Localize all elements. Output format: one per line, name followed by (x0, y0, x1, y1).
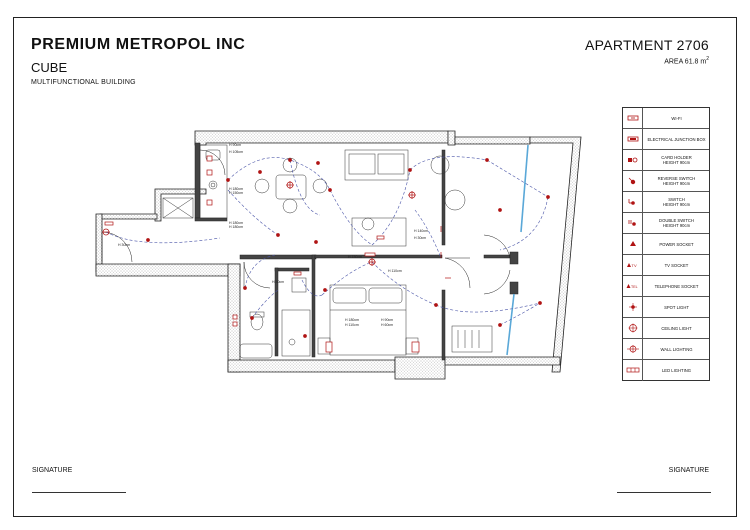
dim-note: H 180cm (345, 318, 359, 322)
legend-label: WALL LIGHTING (660, 346, 693, 352)
project-subtitle: MULTIFUNCTIONAL BUILDING (31, 79, 136, 86)
legend-label: REVERSE SWITCH HEIGHT 90cm (657, 176, 696, 186)
dim-note: H 180cm (229, 221, 243, 225)
legend-row-switch: SWITCH HEIGHT 90cm (623, 192, 709, 213)
tv-symbol-text: TV (632, 263, 637, 268)
legend-label: ELECTRICAL JUNCTION BOX (647, 136, 706, 142)
electrical-symbols (102, 155, 550, 353)
telephone-socket-icon: TEL (626, 284, 638, 289)
junction-box-icon (627, 136, 639, 142)
area-unit-sup: 2 (706, 56, 709, 62)
legend-row-junction-box: ELECTRICAL JUNCTION BOX (623, 129, 709, 150)
dim-note: H 110cm (388, 269, 402, 273)
reverse-switch-icon (628, 177, 636, 185)
switch-icon (628, 199, 635, 205)
legend-row-wifi: WI-FI (623, 108, 709, 129)
tel-symbol-text: TEL (631, 285, 638, 289)
dim-note: H 90cm (229, 143, 241, 147)
dim-note: H 150cm (348, 255, 362, 259)
dim-note: H 105cm (229, 150, 243, 154)
symbol-legend: WI-FI ELECTRICAL JUNCTION BOX CARD HOLDE… (622, 107, 710, 381)
tv-socket-icon: TV (627, 263, 637, 268)
legend-row-ceiling-light: CEILING LIGHT (623, 318, 709, 339)
exterior-walls (95, 130, 582, 380)
dim-note: H 30cm (272, 280, 284, 284)
dim-note: H 60cm (381, 323, 393, 327)
legend-row-double-switch: DOUBLE SWITCH HEIGHT 90cm (623, 213, 709, 234)
legend-row-tv-socket: TV TV SOCKET (623, 255, 709, 276)
legend-row-led-lighting: LED LIGHTING (623, 360, 709, 381)
wiring-paths (105, 156, 549, 326)
legend-label: SWITCH HEIGHT 90cm (662, 197, 691, 207)
dim-note: H 180cm (229, 187, 243, 191)
legend-label: WI-FI (671, 115, 682, 121)
ceiling-light-icon (628, 323, 638, 333)
apartment-title: APARTMENT 2706 (584, 37, 709, 53)
wall-lighting-icon (627, 345, 639, 353)
legend-label: LED LIGHTING (661, 368, 692, 373)
dim-note: H 30cm (118, 243, 130, 247)
legend-row-power-socket: POWER SOCKET (623, 234, 709, 255)
furniture (162, 144, 493, 359)
legend-label: TELEPHONE SOCKET (654, 283, 699, 289)
power-socket-icon (630, 241, 636, 246)
legend-label: POWER SOCKET (659, 241, 694, 247)
legend-label: CEILING LIGHT (661, 325, 692, 331)
project-name: CUBE (31, 60, 68, 75)
dimension-notes: H 105cm H 180cm H 150cm H 180cm H 180cm … (118, 143, 428, 327)
signature-line-left (32, 492, 126, 493)
legend-row-reverse-switch: REVERSE SWITCH HEIGHT 90cm (623, 171, 709, 192)
spot-light-icon (629, 303, 637, 311)
dim-note: H 30cm (414, 236, 426, 240)
area-text: AREA 61.8 m (664, 58, 707, 66)
legend-row-spot-light: SPOT LIGHT (623, 297, 709, 318)
legend-label: SPOT LIGHT (664, 304, 689, 310)
legend-row-card-holder: CARD HOLDER HEIGHT 90cm (623, 150, 709, 171)
legend-label: CARD HOLDER HEIGHT 90cm (661, 155, 692, 165)
legend-row-telephone-socket: TEL TELEPHONE SOCKET (623, 276, 709, 297)
signature-label-right: SIGNATURE (668, 467, 709, 474)
dim-note: H 110cm (345, 323, 359, 327)
legend-label: TV SOCKET (664, 262, 689, 268)
dim-note: H 180cm (229, 225, 243, 229)
window-glazing (506, 144, 529, 356)
company-name: PREMIUM METROPOL INC (31, 36, 246, 53)
dim-note: H 90cm (381, 318, 393, 322)
wifi-icon (627, 115, 639, 121)
double-switch-icon (628, 220, 636, 226)
card-holder-icon (628, 157, 638, 163)
signature-label-left: SIGNATURE (32, 467, 73, 474)
legend-row-wall-lighting: WALL LIGHTING (623, 339, 709, 360)
interior-walls (194, 142, 519, 361)
legend-label: DOUBLE SWITCH HEIGHT 90cm (659, 218, 694, 228)
dim-note: H 150cm (229, 191, 243, 195)
led-lighting-icon (626, 367, 640, 373)
signature-line-right (617, 492, 711, 493)
dim-note: H 140cm (414, 229, 428, 233)
apartment-area: AREA 61.8 m2 (664, 56, 709, 65)
drawing-sheet-frame (13, 17, 737, 517)
